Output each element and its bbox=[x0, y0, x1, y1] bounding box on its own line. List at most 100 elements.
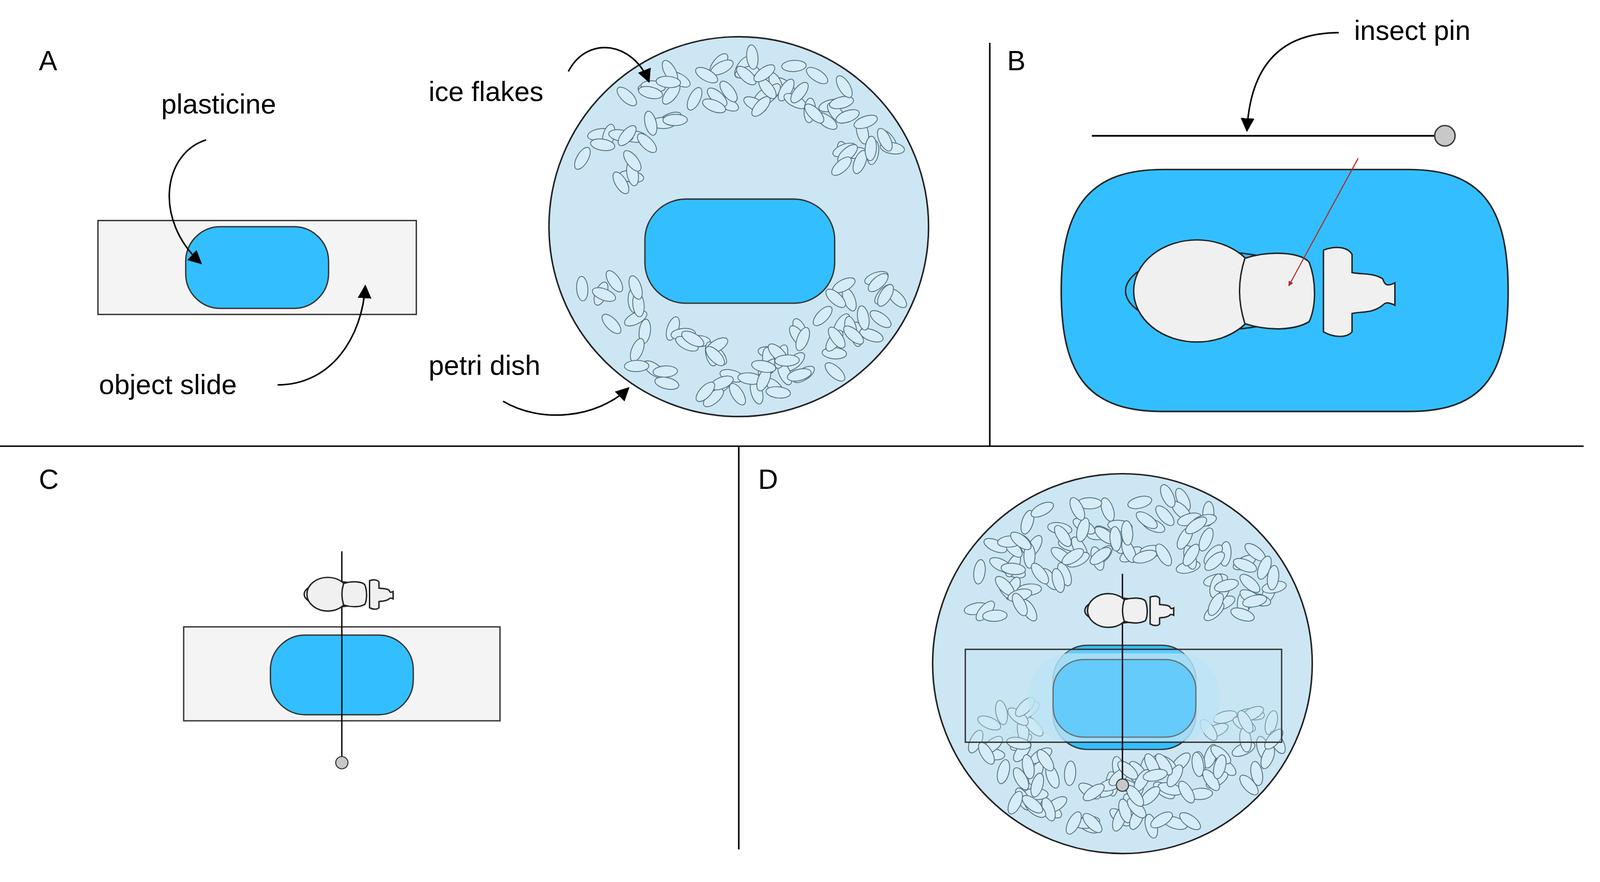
insect-pin bbox=[1091, 135, 1435, 137]
ice-flake bbox=[1020, 753, 1037, 780]
ice-flake bbox=[575, 276, 589, 302]
ice-flake bbox=[1063, 760, 1077, 786]
ice-flake bbox=[781, 59, 807, 73]
ice-flake bbox=[1231, 555, 1259, 575]
ice-flake bbox=[1120, 519, 1134, 545]
ice-flake bbox=[801, 100, 828, 127]
fly bbox=[304, 577, 394, 611]
petri-dish bbox=[549, 36, 929, 416]
ice-flake bbox=[1087, 543, 1114, 568]
ice-flake bbox=[1157, 482, 1179, 510]
fly bbox=[1125, 239, 1395, 342]
ice-flake bbox=[1074, 516, 1092, 543]
thorax bbox=[341, 581, 367, 607]
ice-flake bbox=[1098, 495, 1118, 523]
panel-letter: C bbox=[38, 466, 59, 494]
ice-flake bbox=[810, 302, 836, 329]
ice-flake bbox=[614, 84, 640, 110]
ice-flake bbox=[716, 78, 741, 105]
fly bbox=[1084, 593, 1174, 628]
ice-flake bbox=[832, 73, 856, 101]
ice-flake bbox=[840, 322, 867, 348]
ice-flake bbox=[975, 739, 998, 767]
ice-flake bbox=[692, 64, 720, 87]
ice-flake bbox=[1000, 561, 1026, 576]
ice-flake bbox=[637, 84, 664, 101]
ice-flake bbox=[982, 609, 1008, 622]
panel-letter: A bbox=[38, 48, 58, 76]
ice-flake bbox=[1028, 498, 1056, 520]
part-label: object slide bbox=[99, 371, 238, 399]
part-label: petri dish bbox=[428, 352, 541, 380]
ice-flake bbox=[1133, 508, 1160, 532]
ice-flake bbox=[662, 113, 688, 126]
ice-flake bbox=[1180, 541, 1203, 569]
ice-flake bbox=[692, 378, 719, 405]
pin-head bbox=[1434, 125, 1455, 146]
ice-flakes bbox=[571, 44, 910, 410]
ice-flake bbox=[785, 366, 813, 384]
ice-flake bbox=[1080, 780, 1108, 804]
ice-flake bbox=[627, 336, 648, 364]
ice-flake bbox=[1265, 564, 1280, 591]
panel-letter: B bbox=[1007, 48, 1026, 76]
head bbox=[1150, 595, 1174, 626]
plasticine bbox=[644, 199, 835, 303]
ice-flake bbox=[803, 63, 831, 87]
ice-flake bbox=[852, 112, 880, 132]
ice-flake bbox=[1009, 590, 1031, 618]
ice-flake bbox=[653, 374, 681, 391]
object-slide bbox=[965, 648, 1282, 742]
ice-flake bbox=[1079, 809, 1106, 836]
ice-flake bbox=[1005, 788, 1026, 816]
ice-flake bbox=[1148, 808, 1176, 831]
ice-flake bbox=[1176, 808, 1204, 833]
ice-flake bbox=[1201, 548, 1228, 574]
head bbox=[369, 579, 393, 609]
ice-flake bbox=[679, 327, 707, 350]
ice-flake bbox=[750, 358, 777, 375]
ice-flake bbox=[765, 385, 792, 400]
ice-flake bbox=[1211, 753, 1229, 780]
thorax bbox=[1239, 252, 1315, 329]
ice-flake bbox=[1213, 576, 1240, 594]
ice-flake bbox=[599, 311, 625, 337]
ice-flake bbox=[1229, 604, 1257, 624]
ice-flake bbox=[995, 757, 1012, 785]
ice-flake bbox=[589, 137, 616, 152]
pin-head bbox=[335, 755, 348, 769]
petri-dish bbox=[932, 473, 1312, 854]
ice-flake bbox=[1051, 522, 1075, 549]
ice-flake bbox=[793, 325, 813, 353]
ice-flake bbox=[1000, 561, 1028, 581]
ice-flake bbox=[1108, 525, 1123, 552]
plasticine bbox=[185, 226, 329, 309]
ice-flake bbox=[702, 343, 728, 369]
ice-flake bbox=[1205, 590, 1227, 618]
ice-flake bbox=[1241, 592, 1269, 609]
ice-flake bbox=[590, 284, 618, 304]
ice-flake bbox=[865, 270, 892, 295]
ice-flake bbox=[642, 110, 660, 137]
ice-flake bbox=[1114, 757, 1141, 782]
ice-flake bbox=[1059, 544, 1087, 568]
ice-flake bbox=[1131, 547, 1159, 566]
ice-flake bbox=[1019, 791, 1046, 816]
ice-flake bbox=[822, 359, 848, 384]
ice-flake bbox=[1028, 560, 1052, 587]
object-slide bbox=[98, 220, 417, 315]
ice-flake bbox=[684, 85, 706, 113]
ice-flake bbox=[1049, 566, 1067, 594]
ice-flake bbox=[864, 135, 878, 161]
ice-flake bbox=[1175, 778, 1198, 806]
ice-flake bbox=[828, 153, 855, 179]
ice-flake bbox=[1126, 493, 1154, 511]
ice-flake bbox=[774, 354, 800, 367]
ice-flake bbox=[652, 365, 678, 378]
ice-flake bbox=[634, 130, 660, 156]
ice-flake bbox=[655, 75, 681, 89]
ice-flake bbox=[571, 144, 594, 172]
ice-flake bbox=[1063, 808, 1085, 836]
